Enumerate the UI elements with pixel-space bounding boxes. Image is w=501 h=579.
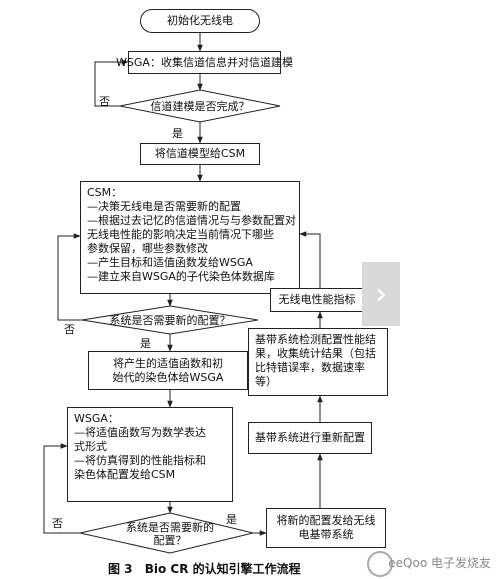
csm-line-1: —决策无线电是否需要新的配置: [87, 200, 241, 213]
csm-line-4: 参数保留，哪些参数修改: [87, 242, 208, 255]
start-node: 初始化无线电: [140, 9, 260, 33]
wsga2-line-0: WSGA：: [74, 412, 119, 425]
decision-config-2-shape: [79, 512, 254, 554]
csm-line-2: —根据过去记忆的信道情况与与参数配置对: [87, 214, 296, 227]
reconfig-node: 基带系统进行重新配置: [248, 422, 372, 454]
edge-metrics-to-csm: [299, 231, 321, 288]
edge-decision2-no-loop: [43, 443, 80, 534]
csm-line-0: CSM：: [87, 186, 123, 199]
edge-model-no-loop: [94, 59, 129, 107]
figure-caption: 图 3 Bio CR 的认知引擎工作流程: [108, 560, 309, 577]
detect-line-0: 基带系统检测配置性能结: [255, 333, 376, 346]
give-wsga-line-0: 将产生的适值函数和初: [113, 356, 223, 370]
next-slide-button[interactable]: ›: [362, 262, 400, 326]
give-wsga-line-1: 始代的染色体给WSGA: [112, 370, 224, 384]
wsga2-line-3: —将仿真得到的性能指标和: [74, 454, 206, 467]
edge-label-no-2: 否: [64, 323, 75, 336]
watermark: eeQoo 电子发烧友: [388, 556, 491, 570]
wsga-model-label: WSGA：收集信道信息并对信道建模: [116, 55, 293, 69]
wsga2-node: WSGA： —将适值函数写为数学表达 式形式 —将仿真得到的性能指标和 染色体配…: [67, 407, 233, 502]
give-csm-node: 将信道模型给CSM: [140, 143, 260, 165]
send-config-line-1: 电基带系统: [298, 528, 354, 541]
wsga2-line-1: —将适值函数写为数学表达: [74, 426, 206, 439]
detect-line-3: 等）: [255, 375, 277, 388]
csm-line-6: —建立来自WSGA的子代染色体数据库: [87, 270, 275, 283]
give-wsga-node: 将产生的适值函数和初 始代的染色体给WSGA: [88, 351, 248, 390]
decision-config-1-shape: [81, 305, 259, 335]
csm-node: CSM： —决策无线电是否需要新的配置 —根据过去记忆的信道情况与与参数配置对 …: [80, 181, 300, 294]
watermark-logo-icon: [367, 551, 393, 577]
caption-figure-number: 图 3: [108, 562, 133, 576]
detect-line-1: 果，收集统计结果（包括: [255, 347, 376, 360]
edge-decision1-no-loop: [57, 233, 82, 321]
csm-line-3: 无线电性能的影响决定当前情况下哪些: [87, 228, 274, 241]
edge-label-yes-1: 是: [172, 127, 183, 140]
decision-config-2-text: 系统是否需要新的 配置？: [126, 521, 214, 547]
start-label: 初始化无线电: [167, 14, 233, 27]
detect-node: 基带系统检测配置性能结 果，收集统计结果（包括 比特错误率，数据速率 等）: [248, 328, 388, 396]
metrics-label: 无线电性能指标: [278, 293, 356, 306]
caption-text: Bio CR 的认知引擎工作流程: [144, 562, 301, 576]
decision-config-1-text: 系统是否需要新的配置？: [109, 313, 231, 327]
detect-line-2: 比特错误率，数据速率: [255, 361, 365, 374]
wsga2-line-4: 染色体配置发给CSM: [74, 468, 176, 481]
edge-label-no-1: 否: [99, 95, 110, 108]
send-config-line-0: 将新的配置发给无线: [276, 514, 376, 527]
wsga2-line-2: 式形式: [74, 440, 107, 453]
decision-model-shape: [119, 89, 281, 123]
send-config-node: 将新的配置发给无线 电基带系统: [266, 508, 386, 548]
give-csm-label: 将信道模型给CSM: [154, 147, 246, 160]
decision-model-text: 信道建模是否完成？: [150, 99, 250, 113]
csm-line-5: —产生目标和适值函数发给WSGA: [87, 256, 253, 269]
metrics-node: 无线电性能指标: [270, 288, 364, 312]
wsga-model-node: WSGA：收集信道信息并对信道建模: [116, 51, 293, 74]
edge-label-yes-2: 是: [140, 337, 151, 350]
edge-label-yes-3: 是: [226, 513, 237, 526]
reconfig-label: 基带系统进行重新配置: [255, 431, 365, 444]
edge-label-no-3: 否: [52, 517, 63, 530]
chevron-right-icon: ›: [375, 276, 387, 312]
